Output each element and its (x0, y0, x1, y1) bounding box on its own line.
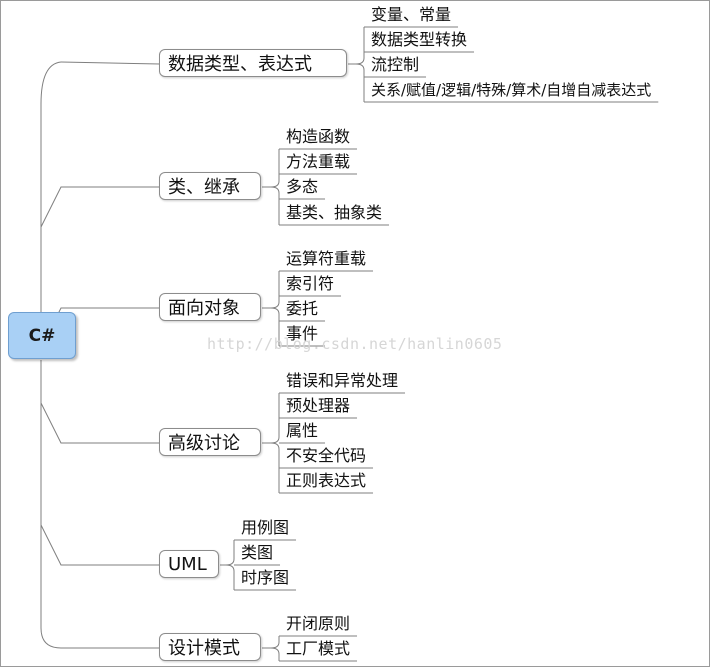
branch-node-design-patterns[interactable]: 设计模式 (159, 633, 261, 661)
branch-node-advanced-topics[interactable]: 高级讨论 (159, 428, 261, 456)
connector (270, 149, 280, 188)
leaf-node[interactable]: 委托 (286, 299, 319, 318)
branch-label: UML (168, 553, 207, 575)
leaf-node[interactable]: 正则表达式 (286, 471, 367, 490)
leaf-node[interactable]: 错误和异常处理 (286, 371, 399, 390)
branch-node-data-types[interactable]: 数据类型、表达式 (159, 49, 347, 77)
connector (270, 271, 280, 309)
leaf-node[interactable]: 预处理器 (286, 396, 351, 415)
connector (60, 61, 161, 65)
branch-label: 数据类型、表达式 (168, 54, 312, 75)
leaf-node[interactable]: 变量、常量 (371, 5, 452, 24)
leaf-node[interactable]: 数据类型转换 (371, 30, 468, 49)
leaf-node[interactable]: 运算符重载 (286, 249, 367, 268)
connector (355, 27, 365, 65)
root-label: C# (28, 325, 56, 346)
root-node[interactable]: C# (8, 312, 76, 359)
connector (270, 647, 280, 661)
connector (40, 186, 160, 228)
branch-node-uml[interactable]: UML (159, 550, 219, 578)
leaf-node[interactable]: 方法重载 (286, 152, 351, 171)
branch-node-object-oriented[interactable]: 面向对象 (159, 293, 261, 321)
leaf-node[interactable]: 开闭原则 (286, 614, 351, 633)
branch-label: 设计模式 (168, 638, 240, 659)
leaf-node[interactable]: 关系/赋值/逻辑/特殊/算术/自增自减表达式 (371, 81, 652, 99)
leaf-node[interactable]: 事件 (286, 324, 319, 343)
leaf-node[interactable]: 索引符 (286, 274, 335, 293)
connector (270, 442, 280, 493)
branch-label: 面向对象 (168, 298, 240, 319)
leaf-node[interactable]: 属性 (286, 421, 319, 440)
watermark: http://blog.csdn.net/hanlin0605 (207, 335, 503, 353)
branch-node-class-inheritance[interactable]: 类、继承 (159, 172, 261, 200)
connector (40, 360, 62, 649)
connector (225, 564, 235, 590)
leaf-node[interactable]: 构造函数 (286, 127, 351, 146)
leaf-node[interactable]: 时序图 (241, 568, 290, 587)
connector (270, 186, 280, 225)
leaf-node[interactable]: 工厂模式 (286, 639, 351, 658)
leaf-node[interactable]: 用例图 (241, 518, 290, 537)
leaf-node[interactable]: 不安全代码 (286, 446, 367, 465)
leaf-node[interactable]: 流控制 (371, 55, 420, 74)
branch-label: 类、继承 (168, 177, 240, 198)
connector (270, 393, 280, 444)
connector (270, 636, 280, 649)
connector (355, 63, 365, 102)
connector (40, 524, 160, 566)
connector (270, 307, 280, 346)
connector (225, 540, 235, 566)
connector (40, 61, 62, 313)
leaf-node[interactable]: 基类、抽象类 (286, 203, 383, 222)
leaf-node[interactable]: 多态 (286, 177, 319, 196)
branch-label: 高级讨论 (168, 433, 240, 454)
leaf-node[interactable]: 类图 (241, 543, 274, 562)
connector (40, 402, 160, 444)
